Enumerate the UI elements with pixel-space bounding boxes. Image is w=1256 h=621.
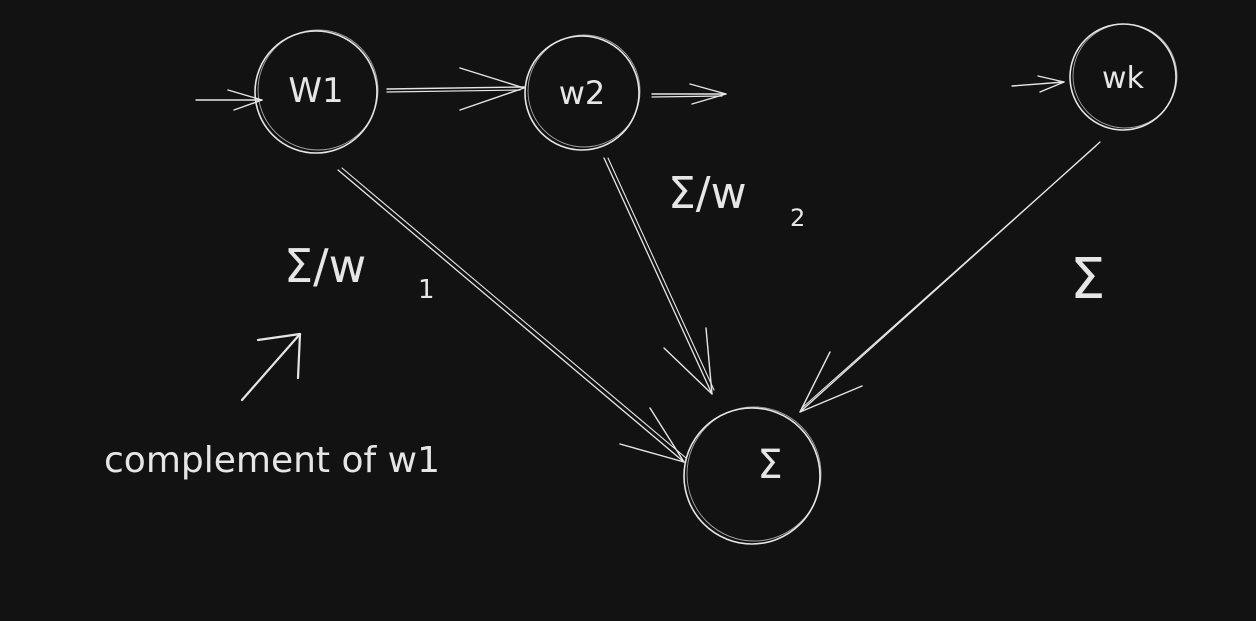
node-sum-circle [683, 407, 821, 545]
label-sigma-div-w1: Σ/w 1 [284, 239, 435, 305]
label-sigma-k: Σ [1070, 247, 1105, 312]
label-sigma-div-w1-main: Σ/w [284, 239, 366, 293]
node-sum: Σ [683, 406, 822, 545]
node-wk-label: wk [1102, 61, 1145, 96]
label-sigma-div-w1-sub: 1 [418, 275, 435, 305]
node-wk: wk [1069, 23, 1178, 131]
label-sigma-div-w2-sub: 2 [790, 204, 805, 232]
label-sigma-div-w2-main: Σ/w [668, 168, 747, 219]
arrow-w1-to-sum [337, 167, 687, 463]
label-complement-of-w1: complement of w1 [104, 440, 440, 481]
arrow-w2-to-sum [603, 157, 715, 395]
node-w1-circle-sketch [257, 29, 379, 151]
node-w1: W1 [254, 29, 379, 154]
arrow-into-w1 [195, 89, 263, 111]
node-w2: w2 [524, 34, 641, 151]
label-sigma-div-w2: Σ/w 2 [668, 168, 805, 232]
arrow-out-w2 [651, 83, 727, 105]
node-w2-circle-sketch [527, 34, 641, 148]
node-w2-circle [524, 35, 640, 151]
node-w1-label: W1 [288, 71, 343, 111]
node-w1-circle [254, 30, 378, 154]
arrow-complement-pointer [240, 332, 302, 402]
arrow-wk-to-sum [799, 141, 1101, 413]
node-wk-circle-sketch [1072, 23, 1178, 129]
node-sum-circle-sketch [686, 406, 822, 542]
arrow-w1-to-w2 [386, 67, 525, 111]
node-sum-label: Σ [757, 442, 782, 488]
node-w2-label: w2 [559, 74, 606, 112]
arrow-into-wk [1011, 75, 1065, 93]
